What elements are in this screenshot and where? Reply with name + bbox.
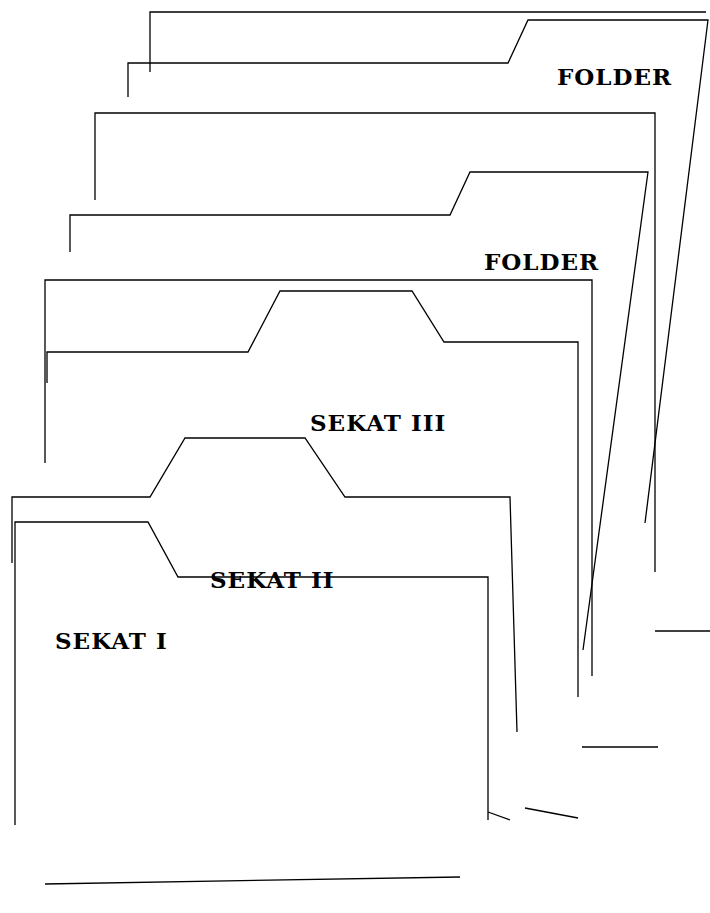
folder-edge (655, 630, 710, 631)
folder-label: FOLDER (484, 249, 599, 274)
divider-tab-outline (12, 438, 517, 732)
divider-label: SEKAT I (55, 628, 168, 653)
divider-label: SEKAT III (310, 410, 446, 435)
divider-edge (488, 812, 510, 820)
folder-label: FOLDER (557, 64, 672, 89)
divider-back-outline (45, 280, 592, 676)
divider-tab-outline (47, 291, 578, 697)
divider-tab-outline (15, 522, 488, 825)
folder-front-outline (128, 20, 708, 523)
divider-bottom (45, 877, 460, 884)
folder-edge (582, 746, 658, 747)
folder-front-outline (70, 172, 648, 650)
divider-edge (525, 808, 578, 818)
divider-label: SEKAT II (210, 567, 334, 592)
